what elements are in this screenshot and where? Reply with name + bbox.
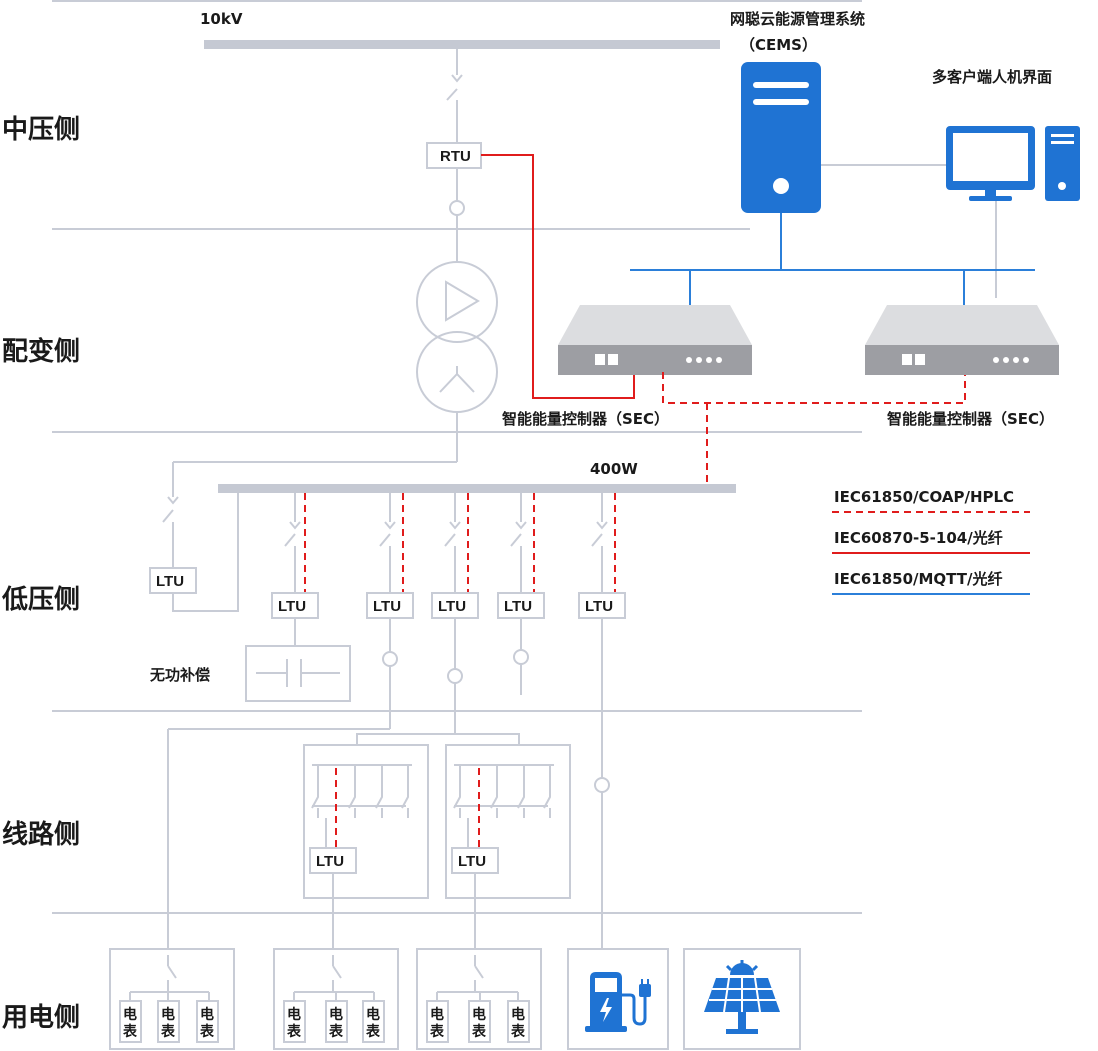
svg-text:表: 表 bbox=[122, 1023, 138, 1040]
delta-winding-icon bbox=[445, 280, 480, 322]
svg-text:IEC61850/COAP/HPLC: IEC61850/COAP/HPLC bbox=[834, 488, 1014, 506]
legend: IEC61850/COAP/HPLC IEC60870-5-104/光纤 IEC… bbox=[832, 488, 1030, 595]
solar-panel-icon bbox=[704, 960, 780, 1034]
ltu-box bbox=[578, 592, 626, 619]
ltu-label: LTU bbox=[373, 598, 401, 615]
compensation-label: 无功补偿 bbox=[149, 666, 210, 684]
ltu-label: LTU bbox=[458, 853, 486, 870]
ltu-label: LTU bbox=[278, 598, 306, 615]
branch-box-right: LTU bbox=[445, 744, 571, 955]
mv-busbar bbox=[204, 40, 720, 49]
cems-abbr: （CEMS） bbox=[740, 36, 817, 54]
ltu-box bbox=[309, 847, 357, 874]
meter-label: 电 bbox=[329, 1006, 343, 1023]
svg-text:表: 表 bbox=[160, 1023, 176, 1040]
meter-labels: 电表 电表 电表 电表 电表 电表 电表 电表 电表 bbox=[122, 1006, 526, 1040]
rtu-label: RTU bbox=[440, 148, 471, 165]
sec-right-label: 智能能量控制器（SEC） bbox=[887, 410, 1054, 428]
ltu-label: LTU bbox=[316, 853, 344, 870]
ltu-label: LTU bbox=[156, 573, 184, 590]
ltu-box bbox=[271, 592, 319, 619]
svg-text:IEC60870-5-104/光纤: IEC60870-5-104/光纤 bbox=[834, 529, 1003, 547]
ltu-box bbox=[497, 592, 545, 619]
ltu-box bbox=[451, 847, 499, 874]
svg-text:表: 表 bbox=[510, 1023, 526, 1040]
sec-left-label: 智能能量控制器（SEC） bbox=[502, 410, 669, 428]
ltu-label: LTU bbox=[585, 598, 613, 615]
section-label-transformer: 配变侧 bbox=[2, 336, 80, 367]
sec-device-left bbox=[558, 305, 752, 375]
section-label-line: 线路侧 bbox=[2, 819, 80, 850]
capacitor-icon bbox=[256, 659, 340, 687]
section-label-consumer: 用电侧 bbox=[2, 1003, 80, 1033]
svg-text:表: 表 bbox=[471, 1023, 487, 1040]
cems-server-icon bbox=[741, 62, 821, 213]
meter-label: 电 bbox=[511, 1006, 525, 1023]
hmi-label: 多客户端人机界面 bbox=[932, 68, 1052, 86]
meter-label: 电 bbox=[366, 1006, 380, 1023]
ltu-box bbox=[431, 592, 479, 619]
ev-charger-icon bbox=[585, 972, 651, 1032]
ltu-box bbox=[366, 592, 414, 619]
svg-text:表: 表 bbox=[328, 1023, 344, 1040]
meter-label: 电 bbox=[161, 1006, 175, 1023]
legend-item-104: IEC60870-5-104/光纤 bbox=[832, 529, 1030, 554]
legend-item-mqtt: IEC61850/MQTT/光纤 bbox=[832, 570, 1030, 595]
meter-label: 电 bbox=[472, 1006, 486, 1023]
meters bbox=[119, 1000, 530, 1043]
workstation-icon bbox=[946, 126, 1080, 201]
sec-device-right bbox=[865, 305, 1059, 375]
ct-symbol bbox=[449, 200, 465, 216]
branch-box-left: LTU bbox=[303, 744, 429, 955]
mv-voltage-label: 10kV bbox=[200, 10, 243, 28]
rtu-sec-link bbox=[481, 154, 635, 399]
ltu-label: LTU bbox=[504, 598, 532, 615]
svg-text:表: 表 bbox=[199, 1023, 215, 1040]
section-label-lv: 低压侧 bbox=[1, 585, 80, 615]
svg-text:表: 表 bbox=[365, 1023, 381, 1040]
meter-label: 电 bbox=[430, 1006, 444, 1023]
lv-feeders bbox=[284, 493, 616, 593]
rtu-box bbox=[426, 142, 482, 169]
hplc-network bbox=[662, 372, 966, 482]
legend-item-hplc: IEC61850/COAP/HPLC bbox=[832, 488, 1030, 513]
lv-busbar bbox=[218, 484, 736, 493]
ethernet-network bbox=[630, 213, 1035, 305]
section-label-mv: 中压侧 bbox=[2, 115, 80, 145]
lv-voltage-label: 400W bbox=[590, 460, 638, 478]
meter-label: 电 bbox=[287, 1006, 301, 1023]
wye-winding-icon bbox=[439, 366, 475, 393]
meter-label: 电 bbox=[200, 1006, 214, 1023]
ltu-label: LTU bbox=[438, 598, 466, 615]
svg-text:表: 表 bbox=[286, 1023, 302, 1040]
svg-text:IEC61850/MQTT/光纤: IEC61850/MQTT/光纤 bbox=[834, 570, 1002, 588]
cems-name: 网聪云能源管理系统 bbox=[730, 10, 865, 28]
mv-feeder: RTU bbox=[426, 49, 482, 262]
svg-text:表: 表 bbox=[429, 1023, 445, 1040]
meter-label: 电 bbox=[123, 1006, 137, 1023]
feeder-lines-lower bbox=[167, 618, 610, 955]
transformer-symbol bbox=[162, 261, 498, 568]
